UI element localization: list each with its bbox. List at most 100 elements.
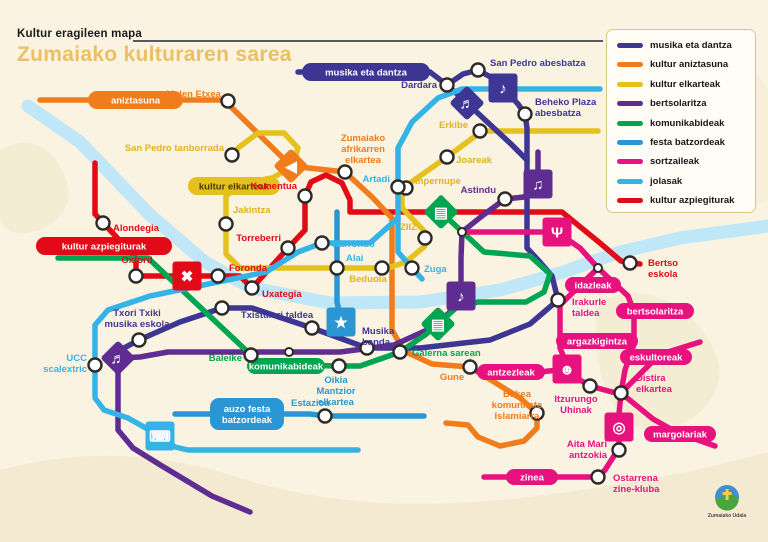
- music-note-icon-2: ♪: [446, 281, 476, 311]
- station: [590, 469, 606, 485]
- star-icon-glyph: ★: [334, 315, 348, 332]
- legend-label: kultur aniztasuna: [650, 59, 729, 71]
- label-txistulari-taldea: Txistulari taldea: [241, 310, 314, 321]
- theater-masks-icon-shape: [552, 354, 582, 384]
- label-uxategia: Uxategia: [262, 289, 302, 300]
- label-inpernupe: Inpernupe: [415, 176, 461, 187]
- station: [317, 408, 333, 424]
- legend-box: musika eta dantza kultur aniztasuna kultur…: [606, 29, 756, 213]
- legend-item-kultur-elkarteak: kultur elkarteak: [617, 79, 747, 90]
- music-note-icon: ♪: [488, 73, 518, 103]
- microphone-icon-glyph: Ψ: [551, 225, 563, 242]
- legend-swatch-kultur-azpiegiturak: [617, 198, 643, 203]
- game-controller-icon: ⌨: [145, 421, 175, 451]
- station: [329, 260, 345, 276]
- line-pill-margolariak: margolariak: [644, 426, 716, 442]
- pill-label: komunikabideak: [249, 361, 324, 372]
- theater-masks-icon: ☻: [552, 354, 582, 384]
- legend-item-kultur-aniztasuna: kultur aniztasuna: [617, 59, 747, 70]
- station: [337, 164, 353, 180]
- megaphone-icon-shape: [274, 149, 308, 183]
- station: [331, 358, 347, 374]
- label-gune: Gune: [440, 372, 464, 383]
- line-pill-musika-eta-dantza: musika eta dantza: [302, 63, 430, 81]
- label-joareak: Joareak: [456, 155, 493, 166]
- station: [593, 263, 603, 273]
- line-pill-idazleak: idazleak: [565, 277, 621, 293]
- label-torreberri: Torreberri: [236, 233, 281, 244]
- film-camera-icon: ◎: [604, 412, 634, 442]
- label-beduola: Beduola: [349, 274, 387, 285]
- game-controller-icon-shape: [145, 421, 175, 451]
- station: [280, 240, 296, 256]
- station: [404, 260, 420, 276]
- label-komentua: Komentua: [251, 181, 298, 192]
- legend-item-jolasak: jolasak: [617, 176, 747, 187]
- treble-clef-icon-glyph: ♬: [111, 351, 126, 368]
- label-estazioa: Estazioa: [291, 398, 330, 409]
- station: [210, 268, 226, 284]
- guitar-icon-shape: [450, 86, 484, 120]
- trumpet-icon-shape: [523, 169, 553, 199]
- pill-shape: [88, 91, 183, 109]
- line-pill-komunikabideak: komunikabideak: [247, 358, 325, 374]
- station: [529, 405, 545, 421]
- pill-label: aniztasuna: [111, 95, 161, 106]
- title-block: Kultur eragileen mapa Zumaiako kulturare…: [17, 28, 292, 67]
- newspaper-icon-glyph: ▤: [434, 205, 448, 222]
- station: [244, 280, 260, 296]
- logo-caption: Zumaiako Udala: [708, 513, 747, 519]
- legend-item-bertsolaritza: bertsolaritza: [617, 98, 747, 109]
- pill-shape: [616, 303, 694, 319]
- kicker-rule: [133, 40, 603, 42]
- label-foronda: Foronda: [229, 263, 268, 274]
- legend-label: bertsolaritza: [650, 98, 707, 110]
- legend-label: kultur elkarteak: [650, 78, 721, 90]
- legend-swatch-kultur-aniztasuna: [617, 62, 643, 68]
- legend-swatch-jolasak: [617, 178, 643, 184]
- label-narrondo: Narrondo: [332, 239, 375, 250]
- pill-label: eskultoreak: [630, 352, 684, 363]
- film-camera-icon-shape: [604, 412, 634, 442]
- station: [611, 442, 627, 458]
- station: [517, 106, 533, 122]
- pill-shape: [210, 398, 284, 430]
- label-dardara: Dardara: [401, 80, 438, 91]
- station: [284, 347, 294, 357]
- line-pill-bertsolaritza: bertsolaritza: [616, 303, 694, 319]
- legend-item-kultur-azpiegiturak: kultur azpiegiturak: [617, 195, 747, 206]
- label-alai: Alai: [346, 253, 363, 264]
- directors-chair-icon-glyph: ✖: [181, 269, 194, 286]
- station: [87, 357, 103, 373]
- station: [218, 216, 234, 232]
- station: [314, 235, 330, 251]
- film-camera-icon-glyph: ◎: [612, 420, 625, 437]
- legend-swatch-komunikabideak: [617, 120, 643, 126]
- legend-item-festa-batzordeak: festa batzordeak: [617, 137, 747, 148]
- megaphone-icon-glyph: ◀: [284, 159, 297, 176]
- station: [462, 359, 478, 375]
- logo-cross: [722, 489, 732, 500]
- treble-clef-icon: ♬: [101, 341, 135, 375]
- music-note-icon-glyph: ♪: [499, 81, 507, 98]
- pill-shape: [247, 358, 325, 374]
- legend-label: komunikabideak: [650, 117, 725, 129]
- pill-shape: [506, 469, 558, 485]
- station: [359, 340, 375, 356]
- music-note-icon-shape: [488, 73, 518, 103]
- legend-swatch-kultur-elkarteak: [617, 81, 643, 87]
- station: [95, 215, 111, 231]
- station: [439, 77, 455, 93]
- line-pill-aniztasuna: aniztasuna: [88, 91, 183, 109]
- newspaper-icon-2-glyph: ▤: [431, 317, 445, 334]
- legend-label: musika eta dantza: [650, 40, 732, 51]
- line-pill-antzezleak: antzezleak: [477, 364, 545, 380]
- newspaper-icon-2: ▤: [421, 307, 455, 341]
- legend-swatch-musika-eta-dantza: [617, 43, 643, 48]
